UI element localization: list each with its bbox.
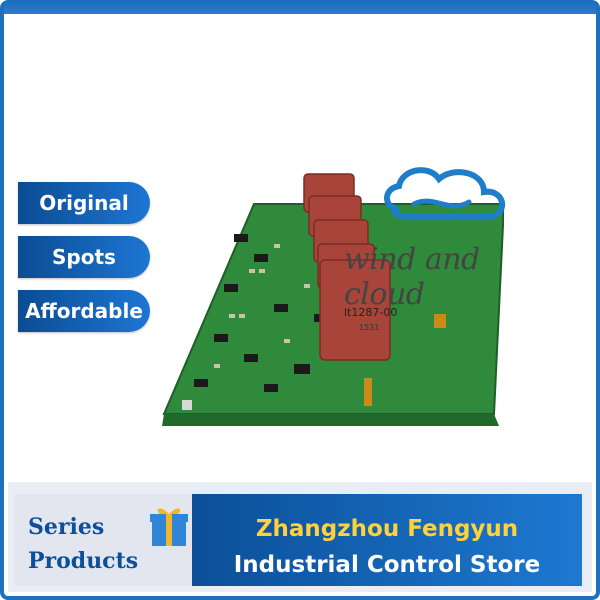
badge-spots: Spots	[18, 236, 150, 278]
store-name-line1: Zhangzhou Fengyun	[255, 516, 519, 542]
badge-affordable: Affordable	[18, 290, 150, 332]
series-line2: Products	[28, 548, 139, 574]
store-banner	[192, 494, 582, 586]
series-line1: Series	[28, 514, 105, 540]
gift-box-icon	[150, 508, 188, 546]
cloud-logo-icon	[384, 167, 506, 219]
brand-name: wind and cloud	[344, 242, 480, 312]
component-label-sub: 1531	[359, 323, 379, 332]
circuit-board-image: lt1287-00 1531	[162, 173, 504, 426]
series-products-label: Series Products	[28, 510, 158, 578]
store-name-line2: Industrial Control Store	[233, 552, 541, 578]
component-label-code: lt1287-00	[344, 306, 397, 319]
badge-original: Original	[18, 182, 150, 224]
